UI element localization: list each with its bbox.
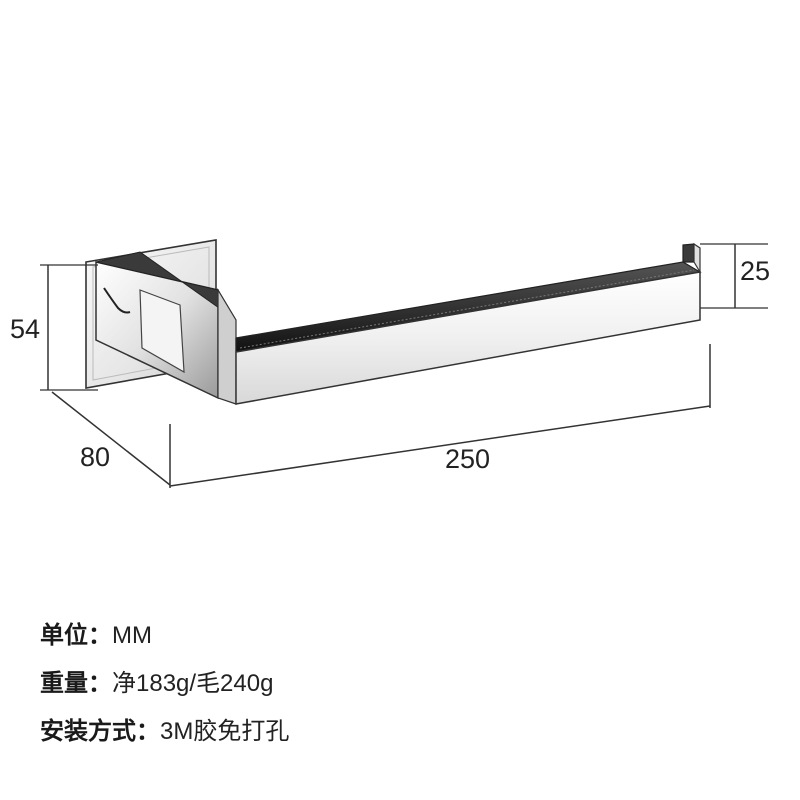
depth-label: 80 — [80, 442, 110, 472]
hook-dimension — [700, 243, 768, 309]
length-label: 250 — [445, 444, 490, 474]
spec-key: 单位： — [40, 622, 112, 649]
spec-row-unit: 单位：MM — [40, 612, 760, 660]
hook-label: 25 — [740, 256, 770, 286]
spec-value: MM — [112, 622, 152, 649]
spec-value: 净183g/毛240g — [112, 670, 274, 697]
base-block — [95, 251, 237, 405]
spec-key: 重量： — [40, 670, 112, 697]
height-dimension — [40, 264, 98, 391]
spec-value: 3M胶免打孔 — [160, 718, 290, 745]
spec-list: 单位：MM 重量：净183g/毛240g 安装方式：3M胶免打孔 — [40, 612, 760, 756]
end-hook — [682, 242, 701, 275]
depth-dimension — [51, 391, 171, 486]
height-label: 54 — [10, 314, 40, 344]
spec-key: 安装方式： — [40, 718, 160, 745]
spec-row-install: 安装方式：3M胶免打孔 — [40, 708, 760, 756]
holder-bar — [235, 261, 702, 405]
length-dimension — [169, 344, 711, 488]
dimension-drawing: 54 80 250 25 — [10, 239, 770, 488]
spec-row-weight: 重量：净183g/毛240g — [40, 660, 760, 708]
